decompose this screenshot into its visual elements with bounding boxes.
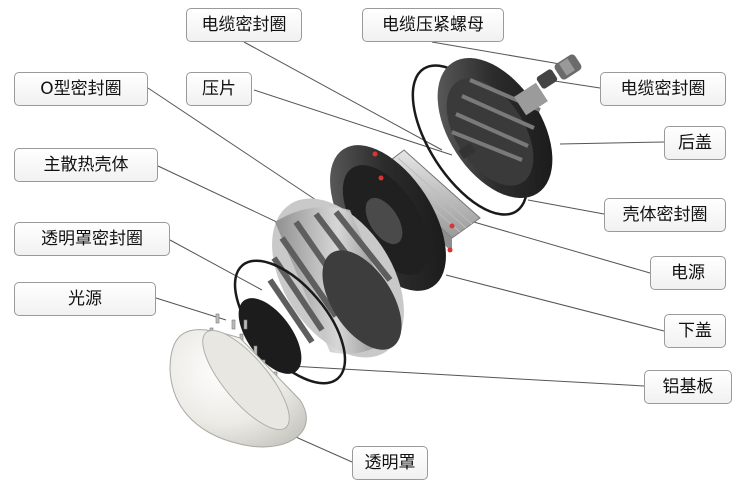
lower-cover (330, 145, 446, 291)
rear-cover (437, 57, 553, 199)
label-cable-gland-seal-right: 电缆密封圈 (600, 72, 726, 106)
label-main-heatsink-housing: 主散热壳体 (14, 148, 158, 182)
label-rear-cover: 后盖 (664, 126, 726, 160)
label-cable-gland-seal-top: 电缆密封圈 (186, 8, 302, 42)
label-pressing-plate: 压片 (186, 72, 252, 106)
label-transparent-cover-seal: 透明罩密封圈 (14, 222, 170, 256)
cable-gland (536, 54, 582, 89)
screws-red (372, 151, 455, 253)
label-housing-seal: 壳体密封圈 (604, 198, 726, 232)
label-transparent-cover: 透明罩 (352, 446, 428, 480)
label-cable-gland-nut: 电缆压紧螺母 (362, 8, 504, 42)
label-lower-cover: 下盖 (664, 314, 726, 348)
main-heatsink-housing (267, 198, 404, 358)
label-aluminum-substrate: 铝基板 (644, 370, 732, 404)
transparent-dome-cover (169, 329, 307, 448)
pressing-plate (458, 142, 476, 160)
label-power-supply: 电源 (650, 256, 726, 290)
label-light-source: 光源 (14, 282, 156, 316)
aluminum-substrate (238, 298, 302, 374)
label-o-ring: O型密封圈 (14, 72, 148, 106)
